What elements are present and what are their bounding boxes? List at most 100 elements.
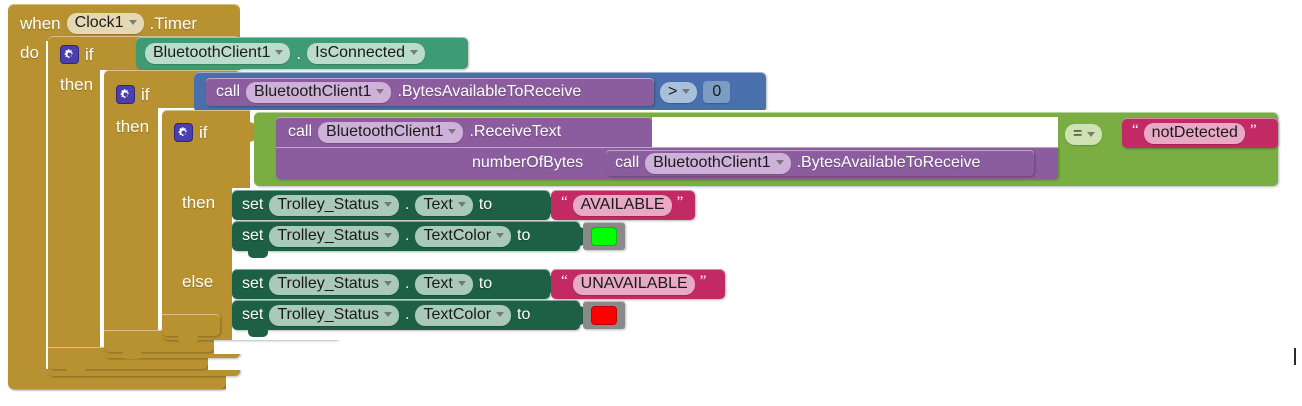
arg-call-keyword: call [615,154,640,171]
text-cursor-artifact [1294,348,1296,365]
set-property-dropdown[interactable]: TextColor [415,225,512,247]
set-to-label: to [478,196,493,213]
set-to-label: to [478,275,493,292]
chevron-down-icon [384,202,393,207]
set-dot: . [405,227,410,244]
if-middle-header-row: if [116,82,150,106]
if-inner-then-label: then [182,193,216,212]
chevron-down-icon [275,50,284,55]
getter-bluetoothclient1-isconnected[interactable]: BluetoothClient1 . IsConnected [136,37,468,69]
set-trolley-textcolor-green-block[interactable]: set Trolley_Status . TextColor to [232,221,580,251]
arg-call-component-dropdown[interactable]: BluetoothClient1 [645,152,791,174]
set-trolley-text-unavailable-block[interactable]: set Trolley_Status . Text to [232,269,550,299]
chevron-down-icon [496,233,505,238]
if-inner-else-label: else [182,272,214,291]
getter-property-dropdown[interactable]: IsConnected [307,42,425,64]
clock-component-dropdown[interactable]: Clock1 [66,12,144,34]
event-silhouette-mask-right [240,0,1302,41]
getter-component-dropdown[interactable]: BluetoothClient1 [145,42,291,64]
if-outer-label: if [85,44,94,64]
chevron-down-icon [457,281,466,286]
chevron-down-icon [128,20,137,25]
quote-close: ” [676,193,684,210]
chevron-down-icon [682,89,691,94]
set-keyword: set [242,227,264,244]
if-outer-bottom-nub [66,369,86,376]
if-middle-label: if [141,84,150,104]
if-inner-header-row: if [174,120,208,144]
chevron-down-icon [384,281,393,286]
quote-close: ” [699,272,707,289]
set-keyword: set [242,306,264,323]
set-property-dropdown[interactable]: Text [415,194,473,216]
quote-open: “ [561,272,568,289]
call-bytesavailabletoreceive-arg-block[interactable]: call BluetoothClient1 .BytesAvailableToR… [606,150,1035,176]
receivetext-component-dropdown[interactable]: BluetoothClient1 [318,121,464,143]
if-inner-footer [162,314,220,336]
color-red-block[interactable] [583,301,625,329]
call-bytesavailabletoreceive-block[interactable]: call BluetoothClient1 .BytesAvailableToR… [206,78,654,106]
if-inner-gap-mask [232,256,1302,268]
set-component-dropdown[interactable]: Trolley_Status [269,273,400,295]
compare-greater-than-block[interactable]: call BluetoothClient1 .BytesAvailableToR… [194,72,766,112]
comparison-operator-dropdown[interactable]: > [660,81,698,103]
call-component-dropdown[interactable]: BluetoothClient1 [246,81,392,103]
set-component-dropdown[interactable]: Trolley_Status [269,304,400,326]
getter-dot: . [296,43,302,63]
receivetext-call-keyword: call [288,123,313,140]
set-trolley-text-available-block[interactable]: set Trolley_Status . Text to [232,190,550,220]
call-receivetext-arg-row[interactable]: numberOfBytes call BluetoothClient1 .Byt… [276,147,1058,179]
number-zero-block[interactable]: 0 [703,81,731,103]
set-property-dropdown[interactable]: Text [415,273,473,295]
text-notdetected-block[interactable]: “ notDetected ” [1122,118,1278,148]
receivetext-row1-background-gap [652,117,1058,147]
set-dot: . [405,306,410,323]
if-outer-header-row: if [60,42,94,66]
then-group-bottom-nub [248,251,268,258]
if-middle-then-label: then [116,117,150,136]
color-swatch-green[interactable] [591,226,617,246]
set-component-dropdown[interactable]: Trolley_Status [269,225,400,247]
event-header-row: when Clock1 .Timer [20,10,197,36]
set-keyword: set [242,196,264,213]
do-socket-label: do [20,43,39,62]
text-available-field[interactable]: AVAILABLE [572,194,672,216]
text-unavailable-block[interactable]: “ UNAVAILABLE ” [551,269,725,299]
chevron-down-icon [376,89,385,94]
set-trolley-textcolor-red-block[interactable]: set Trolley_Status . TextColor to [232,300,580,330]
mutator-gear-icon-inner[interactable] [174,122,193,142]
call-method-label: .BytesAvailableToReceive [397,83,582,100]
set-dot: . [405,275,410,292]
text-unavailable-field[interactable]: UNAVAILABLE [572,273,695,295]
mutator-gear-icon-outer[interactable] [60,44,79,64]
numberofbytes-arg-label: numberOfBytes [472,154,584,171]
color-swatch-red[interactable] [591,305,617,325]
if-inner-label: if [199,122,208,142]
if-outer-condition-socket [126,44,138,64]
chevron-down-icon [384,233,393,238]
equals-operator-dropdown[interactable]: = [1065,124,1103,145]
arg-call-method-label: .BytesAvailableToReceive [796,154,981,171]
if-inner-bottom-nub [178,336,198,343]
set-property-dropdown[interactable]: TextColor [415,304,512,326]
text-available-block[interactable]: “ AVAILABLE ” [551,190,695,220]
quote-close: ” [1249,121,1257,138]
if-middle-condition-socket [184,84,196,104]
set-dot: . [405,196,410,213]
chevron-down-icon [775,160,784,165]
chevron-down-icon [1087,131,1096,137]
if-inner-condition-socket [244,122,256,142]
chevron-down-icon [384,312,393,317]
quote-open: “ [1132,121,1139,138]
set-component-dropdown[interactable]: Trolley_Status [269,194,400,216]
color-green-block[interactable] [583,222,625,250]
call-receivetext-block[interactable]: call BluetoothClient1 .ReceiveText [276,117,652,147]
call-keyword: call [216,83,241,100]
if-middle-bottom-nub [122,352,142,359]
chevron-down-icon [448,129,457,134]
event-name-label: .Timer [149,13,198,33]
mutator-gear-icon-middle[interactable] [116,84,135,104]
text-notdetected-field[interactable]: notDetected [1143,122,1245,144]
quote-open: “ [561,193,568,210]
